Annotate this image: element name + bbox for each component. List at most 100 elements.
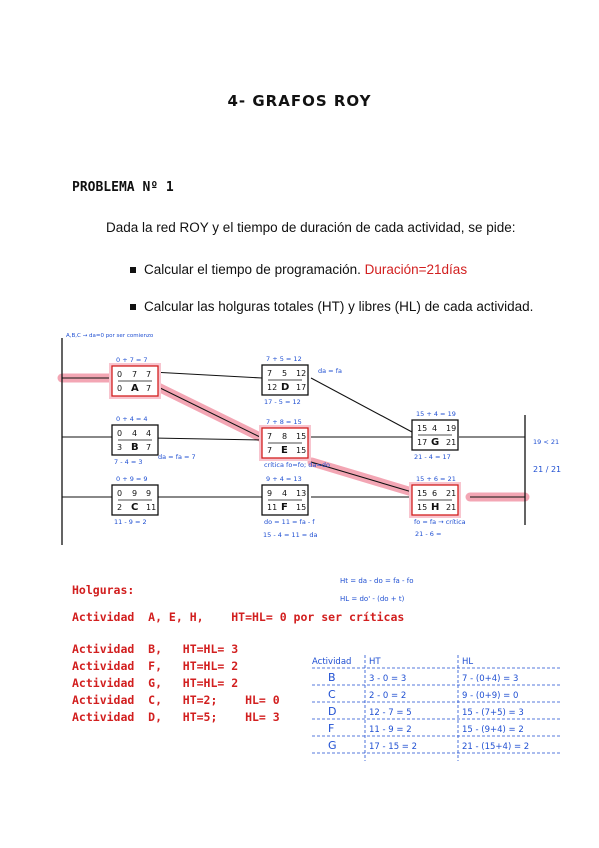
table-ht-cell: 3 - 0 = 3 xyxy=(369,674,406,684)
table-ht-cell: 2 - 0 = 2 xyxy=(369,691,406,701)
node-top-note: 15 + 6 = 21 xyxy=(416,475,456,483)
table-header-cell: HL xyxy=(462,657,473,667)
node-top-note: 7 + 5 = 12 xyxy=(266,355,302,363)
node-early-finish: 12 xyxy=(296,369,306,378)
node-late-start: 11 xyxy=(267,503,277,512)
node-top-note: 9 + 4 = 13 xyxy=(266,475,302,483)
table-activity-cell: D xyxy=(328,705,336,718)
bullet-square-icon xyxy=(130,267,136,274)
node-early-finish: 7 xyxy=(146,370,151,379)
node-late-finish: 7 xyxy=(146,443,151,452)
node-duration: 4 xyxy=(132,429,137,438)
node-activity-name: D xyxy=(281,382,289,393)
node-duration: 4 xyxy=(282,489,287,498)
table-hl-cell: 15 - (7+5) = 3 xyxy=(462,708,524,718)
bullet-programming-time: Calcular el tiempo de programación. Dura… xyxy=(130,262,467,277)
end-note-2: 21 / 21 xyxy=(533,465,561,474)
table-hl-cell: 15 - (9+4) = 2 xyxy=(462,725,524,735)
node-late-start: 3 xyxy=(117,443,122,452)
b-side-note: da = fa = 7 xyxy=(158,453,196,461)
bullet-holguras: Calcular las holguras totales (HT) y lib… xyxy=(130,297,558,317)
table-ht-cell: 17 - 15 = 2 xyxy=(369,742,417,752)
node-early-finish: 19 xyxy=(446,424,456,433)
node-early-start: 15 xyxy=(417,489,427,498)
node-duration: 8 xyxy=(282,432,287,441)
table-activity-cell: C xyxy=(328,688,336,701)
node-duration: 7 xyxy=(132,370,137,379)
table-hl-cell: 9 - (0+9) = 0 xyxy=(462,691,518,701)
node-late-finish: 21 xyxy=(446,438,456,447)
node-activity-name: A xyxy=(131,383,139,394)
table-ht-cell: 12 - 7 = 5 xyxy=(369,708,412,718)
bullet-2-text: Calcular las holguras totales (HT) y lib… xyxy=(144,299,534,314)
node-early-start: 15 xyxy=(417,424,427,433)
node-top-note: 0 + 7 = 7 xyxy=(116,356,148,364)
intro-text: Dada la red ROY y el tiempo de duración … xyxy=(106,220,516,235)
holguras-heading: Holguras: xyxy=(72,583,135,597)
formula-hl: HL = do' - (do + t) xyxy=(340,595,405,603)
node-duration: 6 xyxy=(432,489,437,498)
h-extra-note: 21 - 6 = xyxy=(415,530,441,538)
node-bottom-note: 11 - 9 = 2 xyxy=(114,518,147,526)
node-early-finish: 9 xyxy=(146,489,151,498)
end-note-1: 19 < 21 xyxy=(533,438,559,446)
holguras-critical: Actividad A, E, H, HT=HL= 0 por ser crít… xyxy=(72,610,405,624)
node-late-start: 15 xyxy=(417,503,427,512)
node-early-start: 9 xyxy=(267,489,272,498)
node-bottom-note: 21 - 4 = 17 xyxy=(414,453,451,461)
node-early-finish: 21 xyxy=(446,489,456,498)
handwritten-notes: A,B,C → da=0 por ser comienzo da = fa da… xyxy=(66,333,561,603)
d-side-note: da = fa xyxy=(318,367,342,375)
node-late-start: 7 xyxy=(267,446,272,455)
node-early-start: 7 xyxy=(267,432,272,441)
node-activity-name: C xyxy=(131,502,138,513)
table-activity-cell: F xyxy=(328,722,334,735)
bullet-1-text: Calcular el tiempo de programación. xyxy=(144,262,361,277)
table-hl-cell: 21 - (15+4) = 2 xyxy=(462,742,529,752)
node-late-finish: 17 xyxy=(296,383,306,392)
node-bottom-note: 7 - 4 = 3 xyxy=(114,458,142,466)
node-activity-name: E xyxy=(281,445,288,456)
node-activity-name: G xyxy=(431,437,439,448)
node-late-finish: 7 xyxy=(146,384,151,393)
node-duration: 4 xyxy=(432,424,437,433)
node-top-note: 0 + 9 = 9 xyxy=(116,475,148,483)
node-bottom-note: 17 - 5 = 12 xyxy=(264,398,301,406)
node-top-note: 15 + 4 = 19 xyxy=(416,410,456,418)
node-top-note: 7 + 8 = 15 xyxy=(266,418,302,426)
holguras-line: Actividad F, HT=HL= 2 xyxy=(72,659,239,673)
bullet-1-answer: Duración=21días xyxy=(364,262,468,277)
holguras-line: Actividad G, HT=HL= 2 xyxy=(72,676,239,690)
table-ht-cell: 11 - 9 = 2 xyxy=(369,725,412,735)
page-title: 4- GRAFOS ROY xyxy=(227,92,372,110)
top-note: A,B,C → da=0 por ser comienzo xyxy=(66,333,154,339)
holguras-line: Actividad C, HT=2; HL= 0 xyxy=(72,693,280,707)
node-bottom-note: crítica fo=fo; da=do xyxy=(264,461,330,469)
table-activity-cell: G xyxy=(328,739,337,752)
slack-table: Actividad HT HL B 3 - 0 = 3 7 - (0+4) = 3 C 2 -… xyxy=(312,655,560,761)
node-early-start: 0 xyxy=(117,489,122,498)
node-bottom-note: do = 11 = fa - f xyxy=(264,518,315,526)
node-duration: 5 xyxy=(282,369,287,378)
node-top-note: 0 + 4 = 4 xyxy=(116,415,148,423)
node-late-finish: 11 xyxy=(146,503,156,512)
table-header-cell: HT xyxy=(369,657,381,667)
problem-heading: PROBLEMA Nº 1 xyxy=(72,180,174,195)
node-late-start: 17 xyxy=(417,438,427,447)
table-activity-cell: B xyxy=(328,671,336,684)
table-hl-cell: 7 - (0+4) = 3 xyxy=(462,674,518,684)
node-early-finish: 13 xyxy=(296,489,306,498)
node-activity-name: B xyxy=(131,442,139,453)
node-late-finish: 21 xyxy=(446,503,456,512)
node-early-start: 0 xyxy=(117,370,122,379)
table-header-cell: Actividad xyxy=(312,657,351,667)
node-late-finish: 15 xyxy=(296,503,306,512)
node-activity-name: H xyxy=(431,502,439,513)
holguras-line: Actividad B, HT=HL= 3 xyxy=(72,642,239,656)
formula-ht: Ht = da - do = fa - fo xyxy=(340,577,414,585)
node-late-start: 0 xyxy=(117,384,122,393)
node-late-finish: 15 xyxy=(296,446,306,455)
node-early-start: 0 xyxy=(117,429,122,438)
